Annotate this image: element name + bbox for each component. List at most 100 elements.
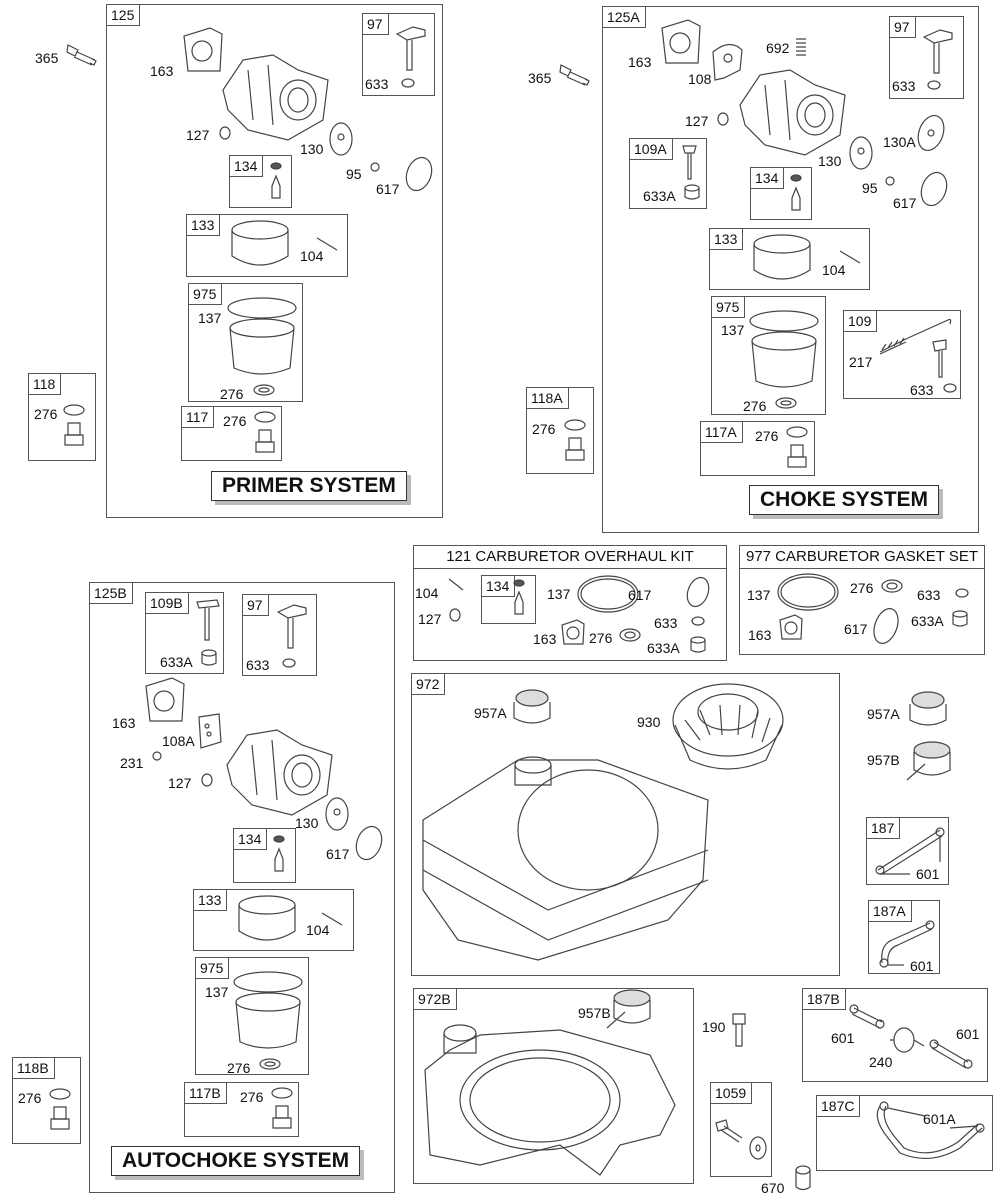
bolt-icon [732,1013,746,1047]
subassembly-tag: 109A [630,139,673,160]
o-ring-icon [920,171,948,207]
subassembly-134[interactable]: 134 [233,828,296,883]
pin-icon [316,237,338,251]
subassembly-133[interactable]: 133 [186,214,348,277]
subassembly-975[interactable]: 975 [195,957,309,1075]
o-ring-icon [873,608,899,644]
washer-icon [881,579,903,593]
subassembly-tag: 134 [482,576,516,597]
subassembly-tag: 134 [234,829,268,850]
subassembly-109[interactable]: 109 [843,310,961,399]
subassembly-97[interactable]: 97 [889,16,964,99]
part-label-633: 633 [654,615,678,631]
part-label-365: 365 [528,70,552,86]
shaft-icon [276,604,307,649]
part-label-231: 231 [120,755,144,771]
bolt-icon [66,44,97,66]
part-label-633: 633 [910,382,934,398]
part-label-633a: 633A [643,188,676,204]
subassembly-tag: 975 [712,297,746,318]
subassembly-tag: 118A [527,388,569,409]
choke-plate-icon [712,43,743,81]
gasket-set-panel[interactable]: 977 CARBURETOR GASKET SET [739,545,985,655]
subassembly-tag: 133 [194,890,228,911]
part-label-240: 240 [869,1054,893,1070]
drain-plug-icon [254,411,276,453]
part-label-957b: 957B [578,1005,611,1021]
subassembly-tag: 187B [803,989,846,1010]
plate-icon [917,114,945,152]
shaft-icon [932,339,947,378]
o-ring-icon [405,156,433,192]
bushing-icon [952,610,968,627]
subassembly-1059[interactable]: 1059 [710,1082,772,1177]
subassembly-tag: 187 [867,818,901,839]
part-label-276: 276 [220,386,244,402]
part-label-601a: 601A [923,1111,956,1127]
part-label-217: 217 [849,354,873,370]
part-label-633: 633 [892,78,916,94]
subassembly-tag: 117 [182,407,215,428]
part-label-190: 190 [702,1019,726,1035]
part-label-276: 276 [850,580,874,596]
subassembly-tag: 97 [890,17,916,38]
part-label-127: 127 [418,611,442,627]
gasket-icon [561,619,585,645]
part-label-633: 633 [917,587,941,603]
subassembly-134[interactable]: 134 [229,155,292,208]
part-label-137: 137 [721,322,745,338]
part-label-276: 276 [240,1089,264,1105]
subassembly-tag: 97 [363,14,389,35]
bushing-icon [684,184,700,200]
subassembly-134[interactable]: 134 [481,575,536,624]
subassembly-975[interactable]: 975 [711,296,826,415]
part-label-137: 137 [198,310,222,326]
overhaul-kit-title: 121 CARBURETOR OVERHAUL KIT [414,546,726,569]
plate-icon [849,136,873,170]
part-label-633: 633 [365,76,389,92]
subassembly-tag: 187A [869,901,912,922]
part-label-617: 617 [376,181,400,197]
subassembly-975[interactable]: 975 [188,283,303,402]
float-bowl-icon [749,310,819,388]
subassembly-97[interactable]: 97 [362,13,435,96]
screw-icon [152,751,162,761]
subassembly-109b[interactable]: 109B [145,592,224,674]
bolt-washer-icon [715,1119,767,1160]
fuel-line-187c[interactable]: 187C [816,1095,993,1171]
recoil-cover-icon [672,683,784,770]
part-label-276: 276 [743,398,767,414]
assembly-tag: 125 [107,5,141,26]
float-bowl-icon [227,297,297,375]
fuel-line-187b[interactable]: 187B [802,988,988,1082]
subassembly-118[interactable]: 118 [28,373,96,461]
subassembly-133[interactable]: 133 [193,889,354,951]
washer-icon [955,588,969,598]
washer-icon [943,383,957,393]
fuel-tank-972b-panel[interactable]: 972B [413,988,694,1184]
subassembly-tag: 134 [751,168,785,189]
part-label-163: 163 [748,627,772,643]
part-label-276: 276 [34,406,58,422]
fuel-line-icon [849,1004,885,1029]
drain-plug-icon [63,404,85,446]
carburetor-body-icon [222,54,329,141]
overhaul-kit-panel[interactable]: 121 CARBURETOR OVERHAUL KIT [413,545,727,661]
gasket-icon [779,614,803,640]
drain-plug-icon [271,1087,293,1129]
part-label-276: 276 [589,630,613,646]
needle-valve-icon [270,162,282,199]
fuel-line-187[interactable]: 187 [866,817,949,885]
subassembly-118a[interactable]: 118A [526,387,594,474]
needle-valve-icon [513,579,525,615]
part-label-95: 95 [862,180,878,196]
subassembly-134[interactable]: 134 [750,167,812,220]
subassembly-133[interactable]: 133 [709,228,870,290]
part-label-276: 276 [755,428,779,444]
part-label-957a: 957A [474,705,507,721]
subassembly-109a[interactable]: 109A [629,138,707,209]
vented-cap-icon [906,741,951,781]
part-label-130a: 130A [883,134,916,150]
part-label-104: 104 [300,248,324,264]
choke-system-label: CHOKE SYSTEM [749,485,940,515]
